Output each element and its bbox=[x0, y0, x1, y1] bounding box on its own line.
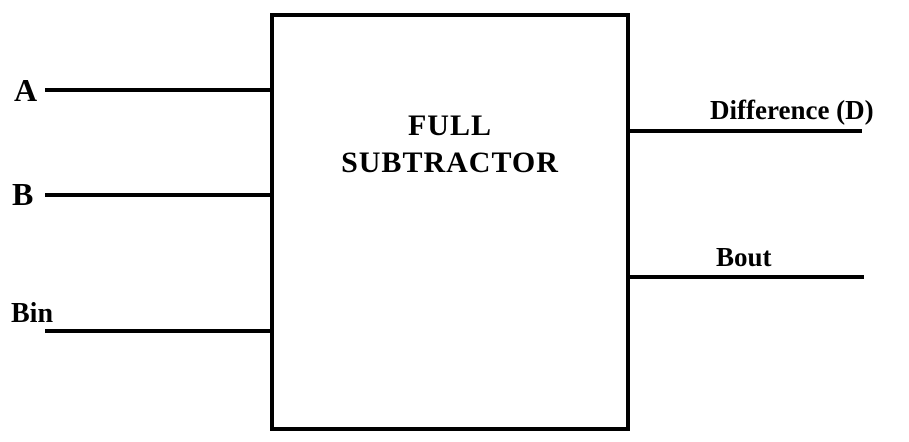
input-b-label: B bbox=[12, 176, 34, 212]
block-title-line1: FULL bbox=[407, 109, 492, 142]
subtractor-block bbox=[270, 13, 630, 431]
input-a-label: A bbox=[14, 72, 38, 108]
output-difference-label: Difference (D) bbox=[710, 95, 874, 125]
block-title-line2: SUBTRACTOR bbox=[341, 146, 559, 179]
input-bin-label: Bin bbox=[11, 298, 54, 329]
output-bout-label: Bout bbox=[716, 242, 772, 272]
